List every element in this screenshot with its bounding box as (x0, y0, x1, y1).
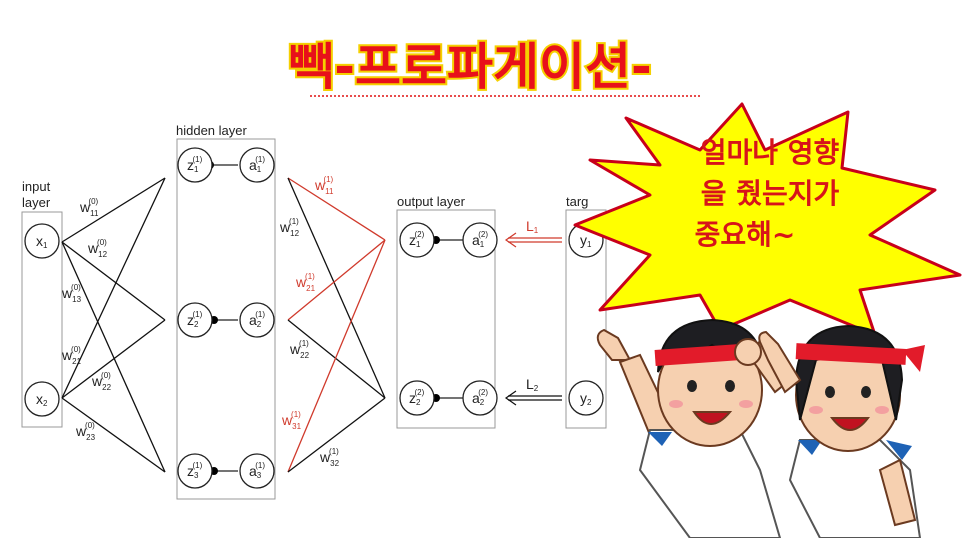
weights-layer0-lines (61, 177, 166, 473)
hidden-node-3: z3(1) a3(1) (177, 453, 275, 489)
svg-text:y1: y1 (580, 232, 592, 249)
svg-text:x1: x1 (36, 233, 48, 250)
weight-label-w22-0: w22(0) (91, 371, 112, 392)
output-node-2: z2(2) a2(2) (399, 380, 498, 416)
svg-text:L1: L1 (526, 218, 539, 235)
weight-label-w22-1: w22(1) (289, 339, 310, 360)
burst-line-1: 얼마나 영향 (701, 136, 840, 169)
hidden-node-1: z1(1) a1(1) (177, 147, 275, 183)
weight-label-w12-0: w12(0) (87, 238, 108, 259)
cheering-kids-illustration (596, 318, 925, 538)
weight-label-w12-1: w12(1) (279, 217, 300, 238)
output-layer-label: output layer (397, 194, 466, 209)
target-layer-box (565, 209, 607, 429)
page-title: 빽-프로파게이션- (288, 38, 652, 96)
weight-label-w11-0: w11(0) (79, 197, 99, 218)
svg-text:z2(2): z2(2) (409, 388, 425, 407)
burst-line-3: 중요해~ (695, 218, 796, 251)
input-node-x2: x2 (24, 381, 60, 417)
input-node-x1: x1 (24, 223, 60, 259)
svg-text:y2: y2 (580, 390, 592, 407)
input-layer-box (21, 211, 63, 428)
svg-text:z2(1): z2(1) (187, 310, 203, 329)
svg-text:z1(1): z1(1) (187, 155, 203, 174)
svg-text:a2(2): a2(2) (472, 388, 488, 407)
target-layer-label: targ (566, 194, 588, 209)
burst-line-2: 을 줬는지가 (701, 177, 840, 210)
svg-text:z1(2): z1(2) (409, 230, 425, 249)
weight-label-w21-1: w21(1) (295, 272, 316, 293)
svg-text:L2: L2 (526, 376, 539, 393)
weight-label-w23-0: w23(0) (75, 421, 96, 442)
weight-label-w11-1: w11(1) (314, 175, 334, 196)
weights-layer1-lines (287, 177, 386, 473)
hidden-layer-label: hidden layer (176, 123, 247, 138)
svg-text:a3(1): a3(1) (249, 461, 265, 480)
target-node-y2: y2 (568, 380, 604, 416)
girl-figure (758, 324, 925, 538)
boy-figure (596, 318, 792, 538)
weight-label-w21-0: w21(0) (61, 345, 82, 366)
weight-label-w32-1: w32(1) (319, 447, 340, 468)
svg-text:z3(1): z3(1) (187, 461, 203, 480)
input-layer-label-1: input (22, 179, 51, 194)
svg-text:x2: x2 (36, 391, 48, 408)
weight-label-w13-0: w13(0) (61, 283, 82, 304)
hidden-layer-box (176, 138, 276, 500)
input-layer-label-2: layer (22, 195, 51, 210)
output-layer-box (396, 209, 496, 429)
speech-burst: 얼마나 영향 을 줬는지가 중요해~ (573, 102, 962, 337)
loss-arrow-l1: L1 (504, 218, 562, 248)
hidden-node-2: z2(1) a2(1) (177, 302, 275, 338)
output-node-1: z1(2) a1(2) (399, 222, 498, 258)
weight-label-w31-1: w31(1) (281, 410, 302, 431)
svg-text:a1(2): a1(2) (472, 230, 488, 249)
svg-text:a2(1): a2(1) (249, 310, 265, 329)
svg-text:a1(1): a1(1) (249, 155, 265, 174)
loss-arrow-l2: L2 (504, 376, 562, 406)
